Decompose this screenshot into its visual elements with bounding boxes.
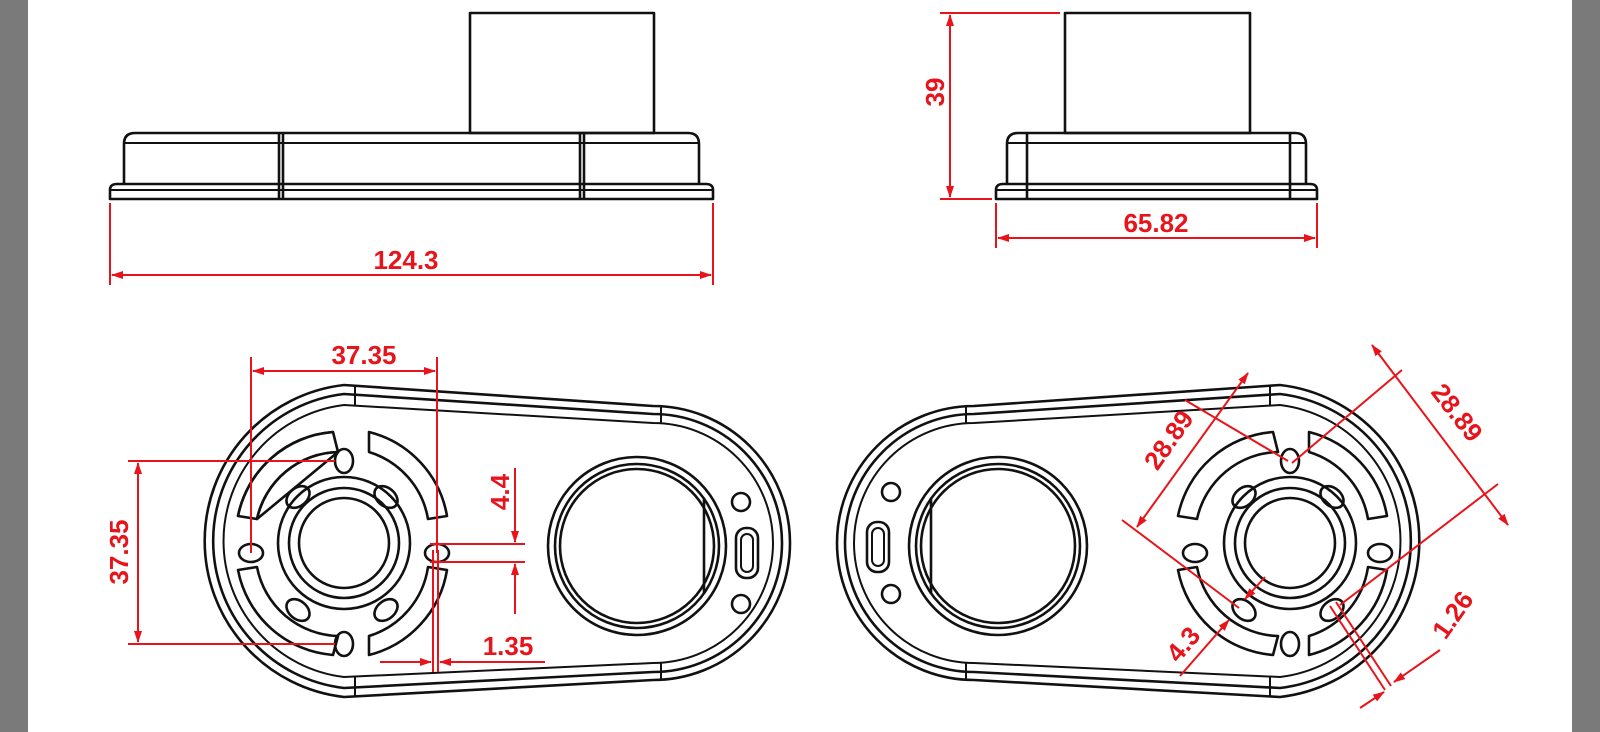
dim-top-diag-b: 28.89: [1425, 378, 1489, 448]
dim-front-width: 124.3: [373, 245, 438, 275]
dim-top-hole-dia: 4.3: [1160, 621, 1206, 668]
dim-bottom-spacing-v: 37.35: [104, 519, 134, 584]
front-view-flange: [108, 182, 715, 201]
dim-top-slot-width: 1.26: [1426, 586, 1480, 645]
dim-bottom-slot-width: 1.35: [483, 631, 534, 661]
dim-bottom-slot-offset: 4.4: [485, 473, 515, 510]
side-view-flange: [994, 182, 1319, 201]
front-view-boss: [468, 11, 656, 135]
front-view: [108, 11, 715, 201]
top-center-ring: [1222, 475, 1358, 611]
dim-top-diag-a: 28.89: [1138, 405, 1200, 476]
dim-side-height: 39: [920, 78, 950, 107]
side-view-body: [1005, 131, 1308, 184]
bottom-mount-hole: [333, 447, 355, 475]
drawing-sheet: [28, 0, 1572, 732]
bottom-view-outline-outer: [203, 383, 792, 699]
dim-side-width: 65.82: [1123, 208, 1188, 238]
side-view: [994, 11, 1319, 201]
front-view-body: [122, 131, 701, 184]
top-view-outline-outer: [835, 383, 1421, 699]
top-large-bore: [907, 455, 1089, 637]
bottom-large-bore: [546, 455, 728, 637]
bottom-view: [203, 383, 792, 699]
bottom-center-ring: [276, 475, 412, 611]
side-view-boss: [1063, 11, 1252, 135]
dimensions: 124.3 65.82 39 37.35 37.35 4.4 1.35: [104, 12, 1509, 709]
dim-bottom-spacing-h: 37.35: [331, 340, 396, 370]
top-view: [835, 383, 1421, 699]
